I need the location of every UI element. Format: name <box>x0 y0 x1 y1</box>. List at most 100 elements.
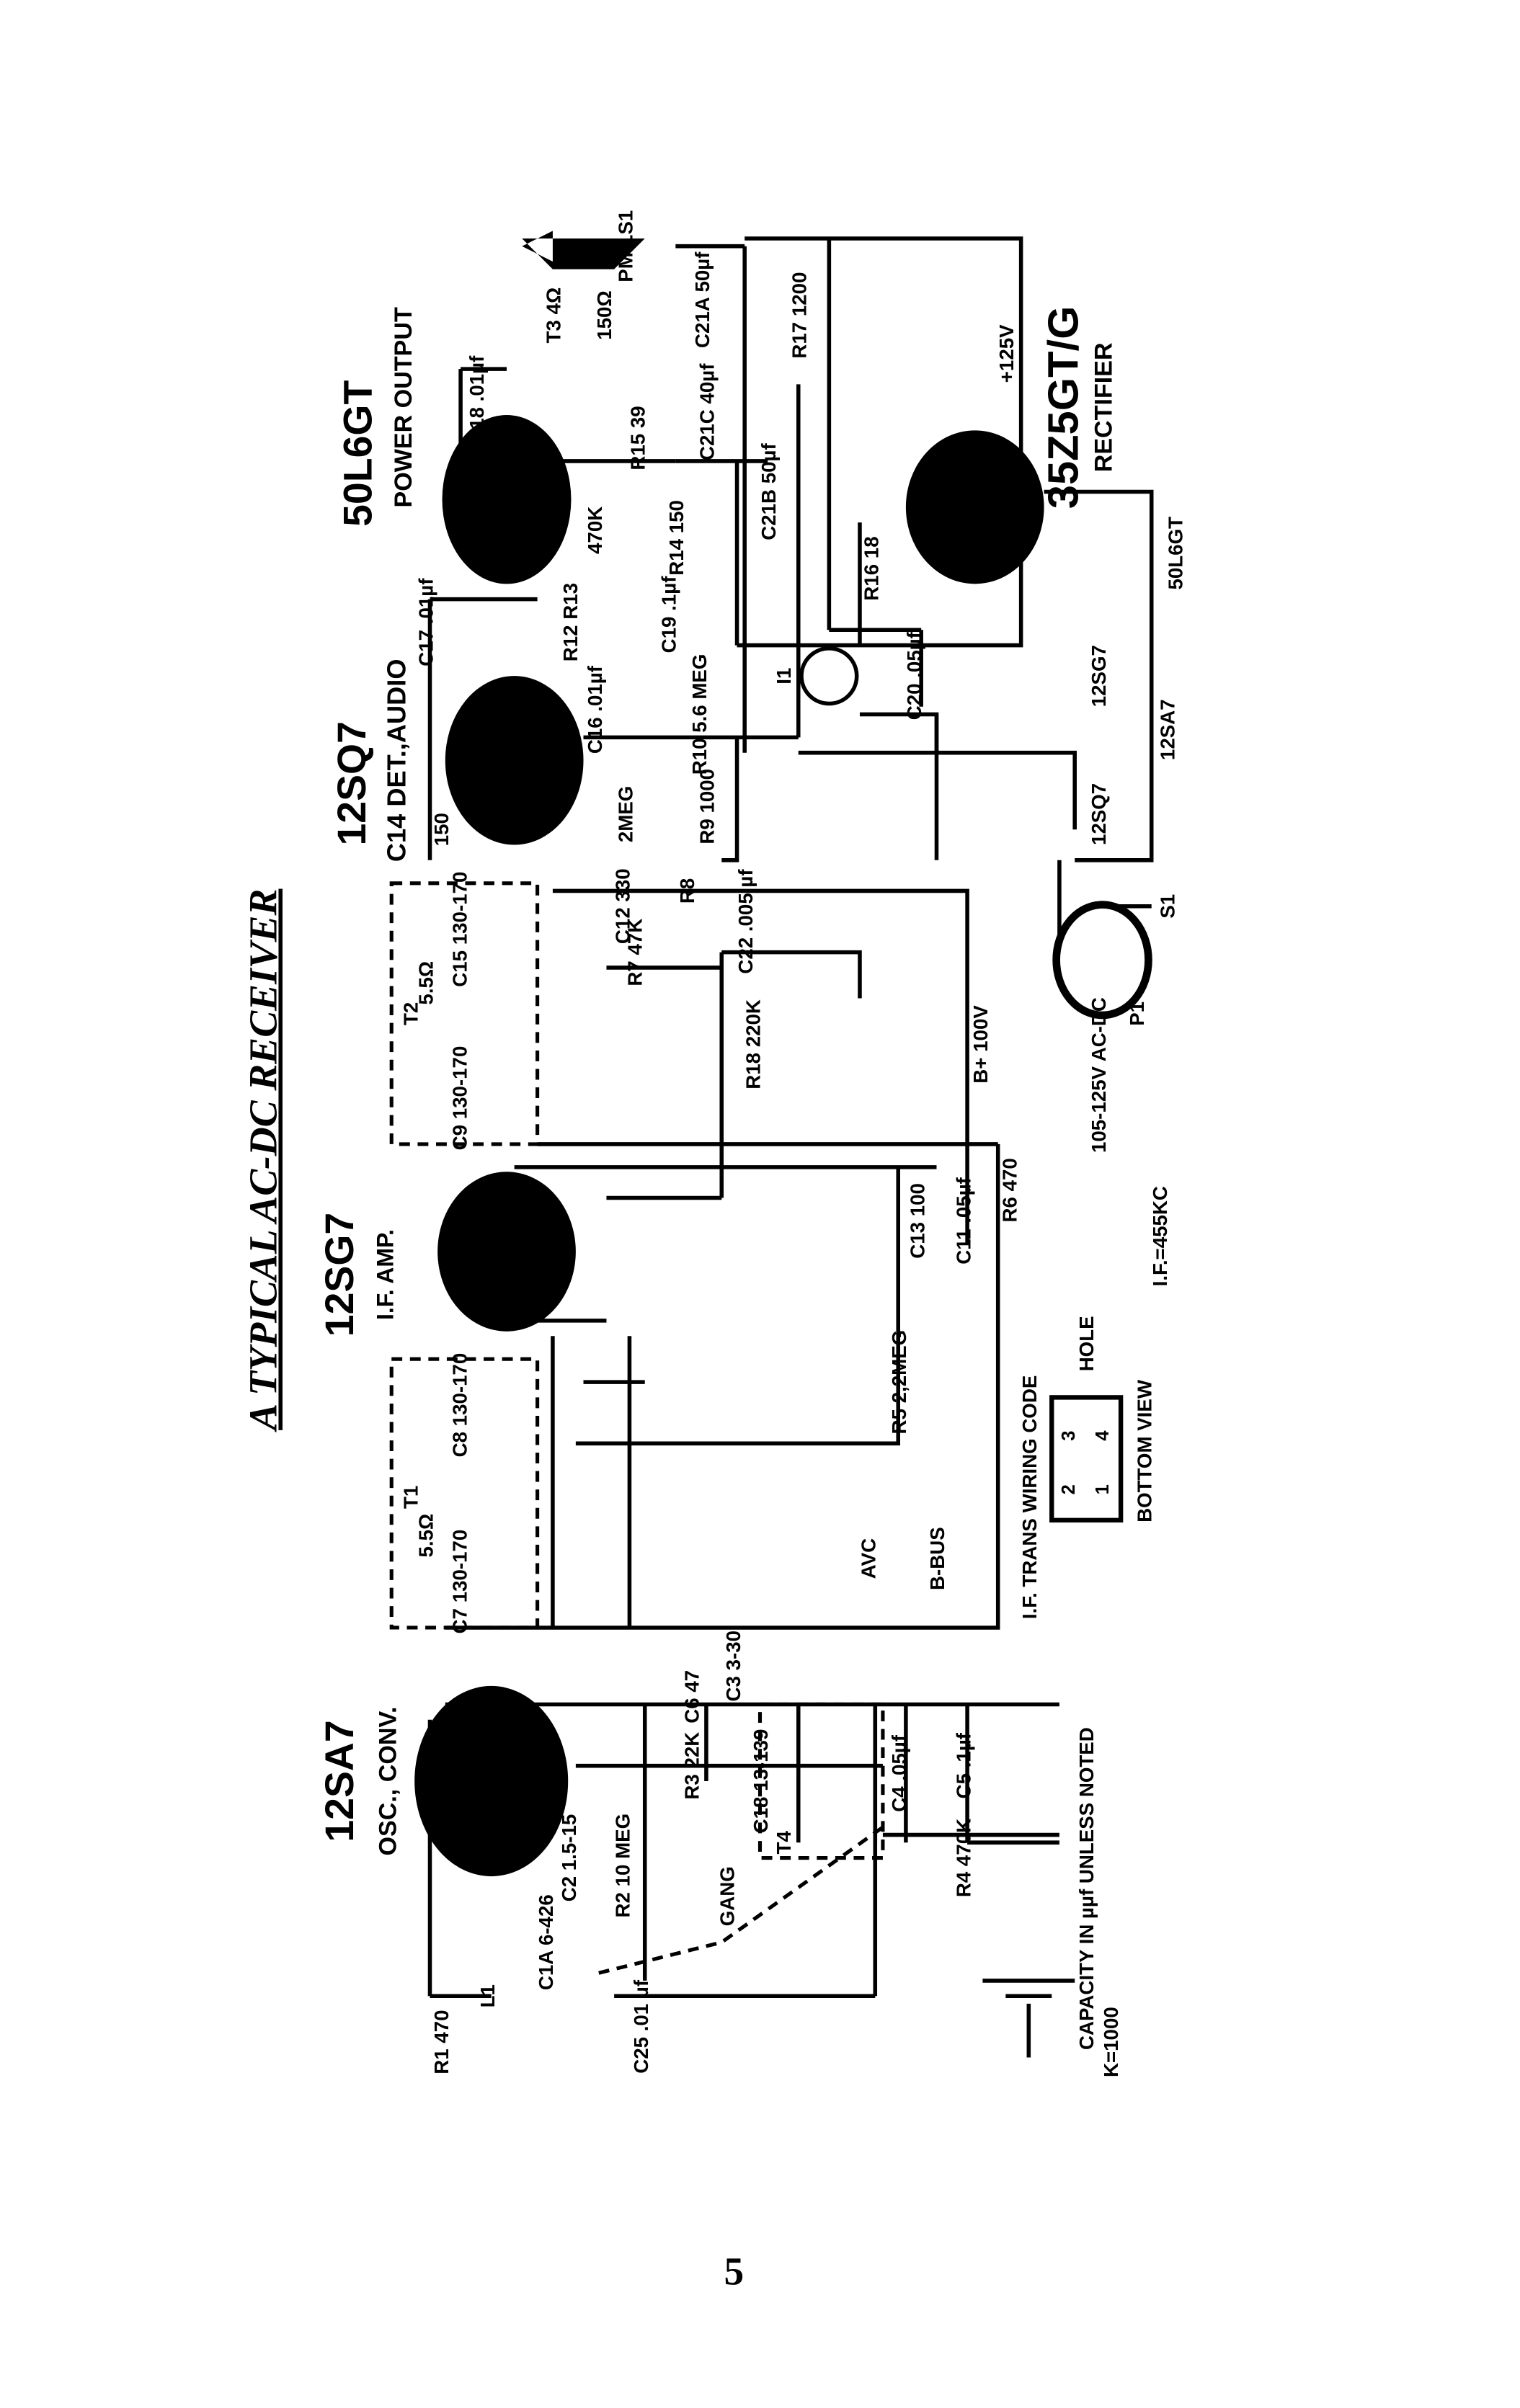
label: C4 .05µf <box>888 1734 910 1812</box>
wiring-code-pins: 2 3 1 4 <box>1059 1430 1113 1495</box>
pin-label: 2 <box>1059 1484 1079 1494</box>
label: T4 <box>773 1830 795 1854</box>
label: R5 2,2MEG <box>888 1330 910 1435</box>
label: 470K <box>584 507 606 554</box>
label: 5.5Ω <box>415 961 437 1005</box>
tube-function: C14 DET.,AUDIO <box>381 659 411 862</box>
label: 12SG7 <box>1088 645 1110 707</box>
pilot-light-i1-icon <box>799 646 859 706</box>
tube-12SA7 <box>414 1685 569 1877</box>
label: C6 47 <box>680 1670 703 1723</box>
tube-function: POWER OUTPUT <box>390 307 417 507</box>
label: T2 <box>399 1002 422 1025</box>
label: R14 150 <box>665 500 688 576</box>
label: 105-125V AC-DC <box>1088 997 1110 1153</box>
label: B-BUS <box>926 1527 948 1590</box>
label: I.F. TRANS WIRING CODE <box>1018 1375 1041 1619</box>
label: C17 .01µf <box>415 578 437 666</box>
tube-12SQ7 <box>445 676 584 845</box>
label: 12SA7 <box>1157 699 1179 760</box>
pilot-lamp-icon <box>1052 901 1152 1020</box>
label: R7 47K <box>623 919 646 986</box>
label: B+ 100V <box>969 1005 992 1084</box>
label: 2MEG <box>615 786 637 842</box>
label: AVC <box>857 1538 879 1579</box>
label: R2 10 MEG <box>611 1814 634 1918</box>
label: R16 18 <box>861 536 883 600</box>
label: 5.5Ω <box>415 1514 437 1558</box>
label: C21B 50µf <box>757 443 780 540</box>
wiring-code-box <box>1049 1395 1124 1523</box>
tube-label: 12SA7 <box>317 1720 362 1842</box>
label: 150 <box>430 813 453 846</box>
label: C18 13-139 <box>750 1729 772 1834</box>
transformer-boxes <box>389 881 885 1975</box>
label: R6 470 <box>998 1158 1021 1222</box>
label: R8 <box>676 878 698 904</box>
label: C5 .1µf <box>952 1732 974 1798</box>
pin-label: 3 <box>1059 1431 1079 1441</box>
label: S1 <box>1157 894 1179 919</box>
tube-function: RECTIFIER <box>1090 342 1117 472</box>
label: GANG <box>716 1866 738 1926</box>
label: R18 220K <box>742 999 765 1089</box>
label: C3 3-30 <box>722 1631 745 1702</box>
speaker-icon <box>522 231 645 269</box>
label: I1 <box>773 668 795 685</box>
tube-label: 35Z5GT/G <box>1039 306 1087 509</box>
label: C15 130-170 <box>449 872 471 987</box>
label: P1 <box>1126 1002 1148 1026</box>
label: T3 4Ω <box>543 287 565 344</box>
label: CAPACITY IN µµf UNLESS NOTED <box>1075 1727 1098 2050</box>
label: R12 R13 <box>559 583 582 661</box>
tube-label: 50L6GT <box>336 380 381 527</box>
label: C20 .05µf <box>903 631 925 720</box>
label: C19 .1µf <box>657 576 680 654</box>
tube-12SG7 <box>437 1172 576 1332</box>
label: I.F.=455KC <box>1149 1186 1171 1286</box>
label: +125V <box>995 324 1018 383</box>
label: C13 100 <box>906 1183 928 1259</box>
label: T1 <box>399 1486 422 1509</box>
label: PM LS1 <box>615 210 637 282</box>
wires <box>427 236 1154 1999</box>
label: L1 <box>476 1984 499 2007</box>
tube-label: 12SQ7 <box>329 721 374 845</box>
label: C9 130-170 <box>449 1046 471 1151</box>
label: R15 39 <box>627 406 649 470</box>
label: C21C 40µf <box>696 363 719 460</box>
tube-label: 12SG7 <box>317 1213 362 1337</box>
tube-function: OSC., CONV. <box>375 1706 402 1855</box>
label: R1 470 <box>430 2010 453 2074</box>
label: 50L6GT <box>1164 517 1186 590</box>
tube-50L6GT <box>442 415 572 584</box>
label: C16 .01µf <box>584 665 606 754</box>
component-labels: +125V T1 T2 C7 130-170 C8 130-170 C9 130… <box>399 210 1186 2077</box>
label: C7 130-170 <box>449 1530 471 1634</box>
page-number: 5 <box>724 2249 744 2293</box>
label: R9 1000 <box>696 769 719 844</box>
label: K=1000 <box>1100 2007 1122 2077</box>
label: BOTTOM VIEW <box>1134 1379 1156 1522</box>
label: C2 1.5-15 <box>558 1814 580 1902</box>
label: HOLE <box>1075 1316 1098 1371</box>
label: C8 130-170 <box>449 1353 471 1458</box>
label: C25 .01 µf <box>630 1979 652 2074</box>
tube-35Z5GT <box>905 430 1044 584</box>
label: C18 .01µf <box>466 355 488 444</box>
label: R17 1200 <box>788 272 810 359</box>
pin-label: 4 <box>1093 1430 1113 1441</box>
label: 12SQ7 <box>1088 783 1110 845</box>
battery-symbol-icon <box>982 1979 1075 2058</box>
label: C12 330 <box>611 868 634 944</box>
label: R3 22K <box>680 1732 703 1800</box>
label: C11 .05µf <box>952 1177 974 1264</box>
page-title: A TYPICAL AC-DC RECEIVER <box>241 889 285 1432</box>
pin-label: 1 <box>1093 1484 1113 1494</box>
label: R10 5.6 MEG <box>688 654 711 775</box>
label: 150Ω <box>593 290 615 339</box>
label: R4 470K <box>952 1819 974 1897</box>
label: C21A 50µf <box>691 251 714 348</box>
tube-function: I.F. AMP. <box>372 1229 398 1320</box>
